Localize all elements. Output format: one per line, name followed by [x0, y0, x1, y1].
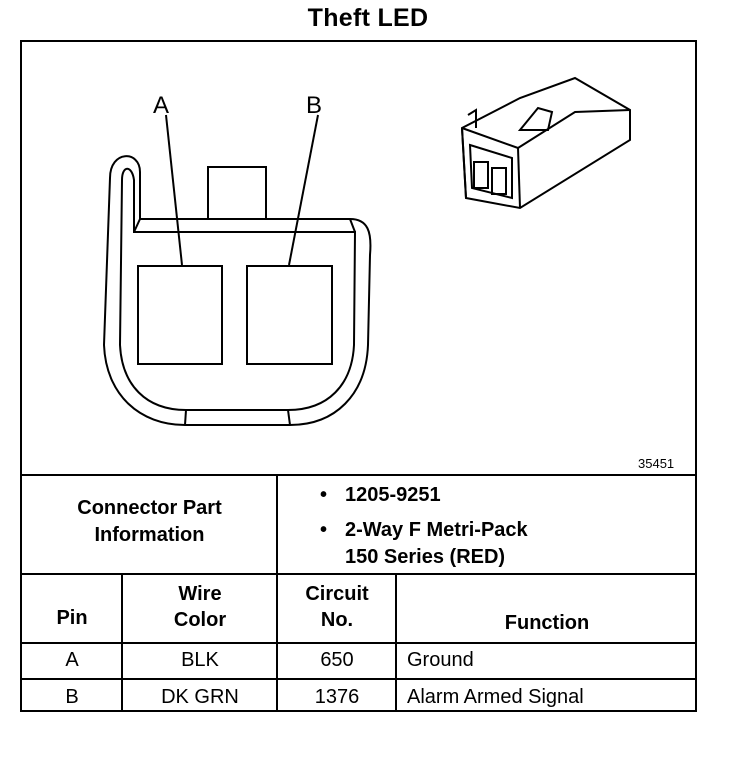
header-circuit: Circuit No. — [305, 583, 369, 631]
row-b-circuit: 1376 — [314, 686, 360, 708]
connector-isometric — [460, 76, 631, 210]
connector-face — [102, 114, 372, 426]
row-b-function: Alarm Armed Signal — [407, 686, 584, 708]
row-a-wire-color: BLK — [181, 649, 219, 671]
part-number: 1205-9251 — [345, 484, 441, 506]
pin-label-b: B — [306, 92, 323, 119]
row-b-pin: B — [65, 686, 79, 708]
leader-b — [288, 114, 319, 266]
header-wire-color: Wire Color — [173, 583, 227, 631]
cavity-b — [246, 265, 333, 365]
bullet-marker: • — [320, 519, 328, 541]
bullet-marker: • — [320, 484, 328, 506]
row-a-function: Ground — [407, 649, 474, 671]
connector-info-heading: Connector Part Information — [77, 497, 222, 546]
row-a-circuit: 650 — [320, 649, 354, 671]
leader-a — [165, 114, 183, 266]
row-b-wire-color: DK GRN — [161, 686, 239, 708]
row-a-pin: A — [65, 649, 79, 671]
cavity-a — [137, 265, 223, 365]
figure-number: 35451 — [638, 456, 675, 471]
diagram-frame — [20, 40, 697, 712]
connector-body-inner — [118, 167, 357, 411]
pin-label-a: A — [153, 92, 170, 119]
header-pin: Pin — [56, 607, 88, 629]
connector-latch — [207, 166, 267, 220]
diagram-title: Theft LED — [307, 4, 429, 32]
connector-body-outline — [102, 155, 372, 426]
header-function: Function — [504, 612, 590, 634]
connector-description: 2-Way F Metri-Pack 150 Series (RED) — [345, 519, 528, 568]
